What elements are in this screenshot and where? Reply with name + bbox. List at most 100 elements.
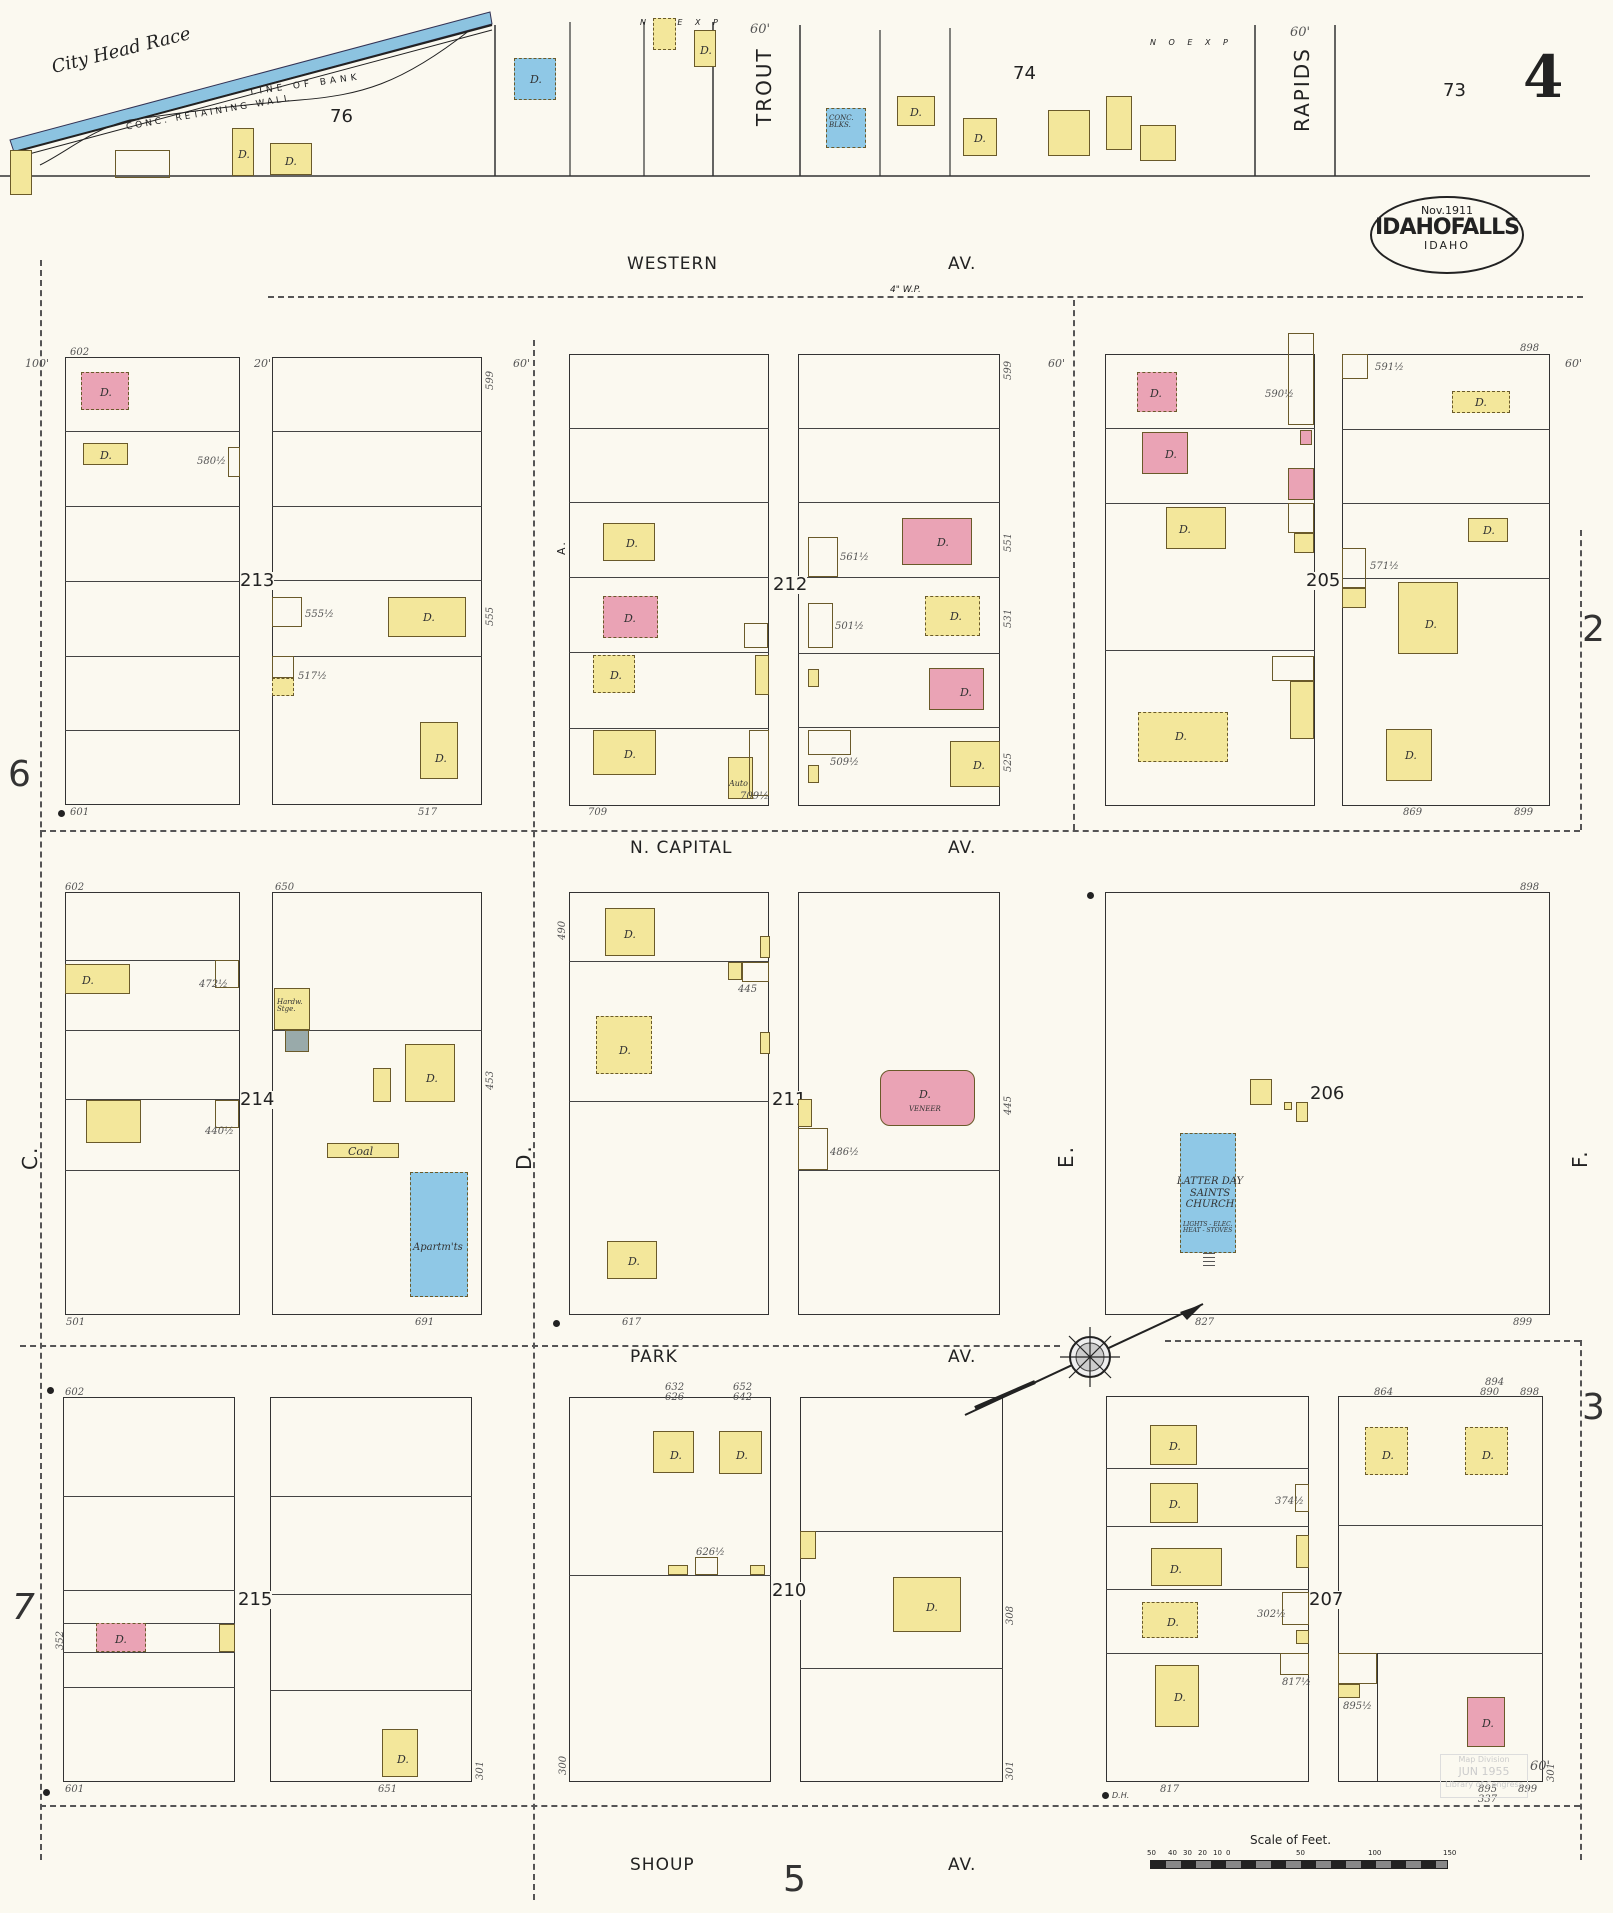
building-top-strip — [1140, 125, 1176, 161]
building-frame: D. — [1166, 507, 1226, 549]
building-outbuilding — [695, 1557, 718, 1575]
block-number-207: 207 — [1309, 1589, 1344, 1610]
address: 894 — [1485, 1377, 1505, 1388]
building-frame — [1296, 1102, 1308, 1122]
lot-line — [65, 1030, 240, 1031]
boundary-line-capital — [40, 830, 1580, 832]
building-frame — [755, 655, 769, 695]
dimension-label: 60' — [1565, 357, 1583, 370]
lot-line — [1105, 503, 1315, 504]
building-brick: D. — [1142, 432, 1188, 474]
address: 899 — [1513, 1317, 1533, 1328]
lot-line — [65, 656, 240, 657]
block-214-west — [65, 892, 240, 1315]
block-number-205: 205 — [1306, 570, 1341, 591]
address: 817 — [1160, 1784, 1180, 1795]
dimension-label: 100' — [25, 357, 50, 370]
address: 898 — [1520, 1387, 1540, 1398]
lot-line — [798, 502, 1000, 503]
block-215-east — [270, 1397, 472, 1782]
library-stamp-line3: Library of Congress — [1445, 1779, 1523, 1789]
building-top-strip-x — [115, 150, 170, 178]
block-number-76: 76 — [330, 106, 353, 127]
block-number-213: 213 — [240, 570, 275, 591]
adjacent-sheet-7: 7 — [12, 1587, 35, 1628]
address: 509½ — [830, 757, 859, 768]
building-frame — [750, 1565, 765, 1575]
building-coal-shed: Coal — [327, 1143, 399, 1158]
building-frame: D. — [65, 964, 130, 994]
lot-line — [65, 960, 240, 961]
lot-line — [63, 1652, 235, 1653]
address: 591½ — [1375, 362, 1404, 373]
building-frame — [272, 678, 294, 696]
address: 691 — [415, 1317, 435, 1328]
address: 555 — [485, 606, 496, 626]
building-outbuilding — [1295, 1484, 1309, 1512]
address: 898 — [1520, 343, 1540, 354]
street-western-suffix: AV. — [948, 254, 977, 274]
lot-line — [798, 727, 1000, 728]
block-number-210: 210 — [772, 1580, 807, 1601]
building-outbuilding — [1272, 656, 1314, 681]
building-frame: D. — [593, 655, 635, 693]
lot-line — [270, 1496, 472, 1497]
lot-line — [569, 428, 769, 429]
address: 517 — [418, 807, 438, 818]
building-brick: D. — [902, 518, 972, 565]
building-outbuilding — [1288, 333, 1314, 425]
title-stamp: Nov.1911 IDAHOFALLS IDAHO — [1370, 196, 1524, 274]
lot-line — [800, 1531, 1003, 1532]
building-frame: D. — [382, 1729, 418, 1777]
building-outbuilding — [742, 962, 769, 982]
dwelling-house-marker — [43, 1789, 50, 1796]
building-apartments: Apartm'ts — [410, 1172, 468, 1297]
building-frame — [728, 962, 742, 980]
lot-line — [1106, 1589, 1309, 1590]
address: 602 — [65, 882, 85, 893]
address: 486½ — [830, 1147, 859, 1158]
dwelling-house-marker — [1102, 1792, 1109, 1799]
building-hardware-storage: Hardw. Stge. — [274, 988, 310, 1030]
block-number-215: 215 — [238, 1589, 273, 1610]
building-frame: D. — [596, 1016, 652, 1074]
address: 599 — [1003, 360, 1014, 380]
building-top-strip: D. — [963, 118, 997, 156]
lot-line — [63, 1496, 235, 1497]
building-frame — [1250, 1079, 1272, 1105]
lot-line — [1106, 1526, 1309, 1527]
building-brick-outbuilding — [1288, 468, 1314, 500]
lot-line — [569, 1101, 769, 1102]
block-205-east — [1342, 354, 1550, 806]
water-pipe-label: 4" W.P. — [890, 285, 921, 295]
block-number-214: 214 — [240, 1089, 275, 1110]
street-e: E. — [1054, 1145, 1078, 1168]
boundary-line-park-right — [1165, 1340, 1580, 1342]
building-frame — [1296, 1535, 1309, 1568]
address: 490 — [557, 920, 568, 940]
address: 650 — [275, 882, 295, 893]
building-auto: Auto — [728, 757, 753, 799]
lot-line — [1342, 429, 1550, 430]
address: 517½ — [298, 671, 327, 682]
building-brick: D. — [1467, 1697, 1505, 1747]
building-outbuilding — [215, 960, 239, 988]
building-outbuilding — [1288, 503, 1314, 533]
building-frame — [86, 1100, 141, 1143]
address: 453 — [485, 1070, 496, 1090]
scale-tick: 100 — [1368, 1849, 1382, 1857]
address: 827 — [1195, 1317, 1215, 1328]
adjacent-sheet-2: 2 — [1582, 609, 1605, 650]
block-number-212: 212 — [773, 574, 808, 595]
block-number-211: 211 — [772, 1089, 807, 1110]
lot-line — [272, 580, 482, 581]
address: 602 — [65, 1387, 85, 1398]
building-outbuilding — [808, 537, 838, 577]
address: 590½ — [1265, 389, 1294, 400]
address: 817½ — [1282, 1677, 1311, 1688]
scale-tick: 10 — [1213, 1849, 1222, 1857]
building-frame — [808, 669, 819, 687]
building-frame: D. — [1365, 1427, 1408, 1475]
street-park-suffix: AV. — [948, 1347, 977, 1367]
